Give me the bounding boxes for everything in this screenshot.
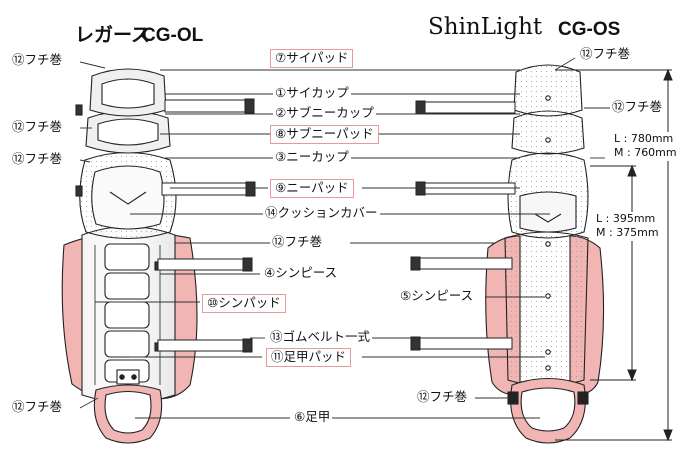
label-knee-cup: ③ニーカップ [273,149,351,164]
label-edge-binding: ⑫フチ巻 [10,151,65,166]
label-shin-pad: ⑩シンパッド [202,294,286,313]
label-edge-binding: ⑫フチ巻 [415,389,470,404]
right-straps [410,100,516,351]
label-shin-piece-5: ⑤シンピース [398,288,476,303]
label-sub-knee-cup: ②サブニーカップ [273,105,376,120]
label-knee-pad: ⑨ニーパッド [270,179,354,198]
dimension-overall-m: M : 760mm [614,146,677,160]
label-edge-binding: ⑫フチ巻 [10,399,65,414]
right-shin-body [504,231,589,387]
dimension-shin-m: M : 375mm [596,226,659,240]
label-cushion-cover: ⑭クッションカバー [263,205,380,220]
dimension-shin-l: L : 395mm [596,212,656,225]
label-foot-pad: ⑪足甲パッド [266,348,352,367]
right-sub-knee-cup [511,110,585,155]
dimension-overall: L : 780mm M : 760mm [614,132,677,161]
label-edge-binding: ⑫フチ巻 [270,234,325,249]
label-shin-piece-4: ④シンピース [262,265,340,280]
dimension-shin: L : 395mm M : 375mm [596,212,659,241]
left-segment [104,301,150,329]
label-thigh-pad: ⑦サイパッド [270,49,354,68]
left-straps [157,98,256,353]
left-segment [104,330,150,358]
right-brand: ShinLight [428,14,543,40]
left-segment [104,243,150,271]
left-segment [104,272,150,300]
right-thigh-cup [513,64,583,117]
right-model: CG-OS [558,19,621,40]
label-edge-binding: ⑫フチ巻 [10,52,65,67]
left-guard [61,68,198,444]
label-edge-binding: ⑫フチ巻 [10,119,65,134]
dimension-lines [555,68,673,442]
label-thigh-cup: ①サイカップ [273,85,351,100]
left-model: CG-OL [142,25,204,46]
label-edge-binding: ⑫フチ巻 [578,46,633,61]
right-guard [485,64,605,444]
label-foot: ⑥足甲 [292,409,333,424]
left-title: レガース [75,24,151,46]
label-rubber-belt-set: ⑬ゴムベルト一式 [268,329,373,344]
label-sub-knee-pad: ⑧サブニーパッド [270,125,379,144]
dimension-overall-l: L : 780mm [614,132,674,145]
label-edge-binding: ⑫フチ巻 [610,99,665,114]
